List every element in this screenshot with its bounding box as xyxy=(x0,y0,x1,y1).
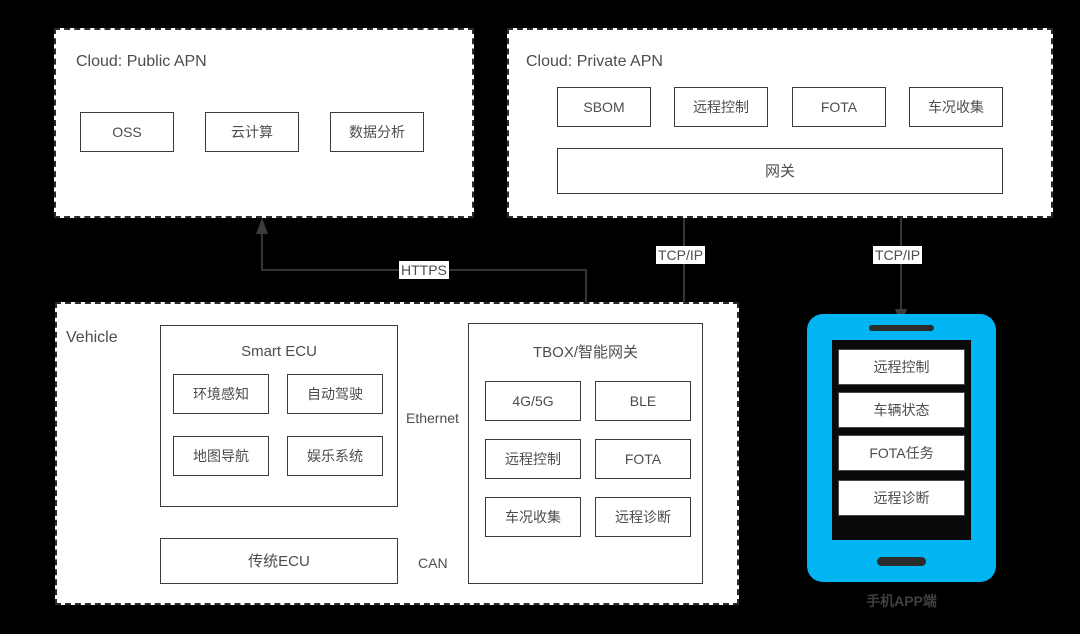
edge-label-tcpip-tbox: TCP/IP xyxy=(656,246,706,265)
private-apn-title: Cloud: Private APN xyxy=(526,53,663,70)
node-tbox-remote-control[interactable]: 远程控制 xyxy=(485,439,581,479)
node-vehicle-data-collection[interactable]: 车况收集 xyxy=(909,87,1003,127)
panel-tbox: TBOX/智能网关 4G/5G BLE 远程控制 FOTA 车况收集 远程诊断 xyxy=(468,323,703,584)
group-public-apn: Cloud: Public APN OSS 云计算 数据分析 xyxy=(54,28,474,218)
node-environment-perception[interactable]: 环境感知 xyxy=(173,374,269,414)
edge-label-ethernet: Ethernet xyxy=(406,410,459,426)
phone-item-remote-control[interactable]: 远程控制 xyxy=(838,349,965,385)
group-private-apn: Cloud: Private APN SBOM 远程控制 FOTA 车况收集 网… xyxy=(507,28,1053,218)
edge-label-https: HTTPS xyxy=(399,261,449,280)
mobile-phone: 远程控制 车辆状态 FOTA任务 远程诊断 xyxy=(807,314,996,582)
tbox-title: TBOX/智能网关 xyxy=(532,344,638,361)
phone-home-button[interactable] xyxy=(877,557,926,566)
node-tbox-vehicle-data[interactable]: 车况收集 xyxy=(485,497,581,537)
phone-caption: 手机APP端 xyxy=(866,593,937,609)
node-fota[interactable]: FOTA xyxy=(792,87,886,127)
phone-item-remote-diagnosis[interactable]: 远程诊断 xyxy=(838,480,965,516)
node-autonomous-driving[interactable]: 自动驾驶 xyxy=(287,374,383,414)
node-tbox-remote-diagnosis[interactable]: 远程诊断 xyxy=(595,497,691,537)
node-map-navigation[interactable]: 地图导航 xyxy=(173,436,269,476)
node-tbox-fota[interactable]: FOTA xyxy=(595,439,691,479)
panel-smart-ecu: Smart ECU 环境感知 自动驾驶 地图导航 娱乐系统 xyxy=(160,325,398,507)
node-cloud-computing[interactable]: 云计算 xyxy=(205,112,299,152)
public-apn-title: Cloud: Public APN xyxy=(76,53,207,70)
node-ble[interactable]: BLE xyxy=(595,381,691,421)
phone-item-fota-task[interactable]: FOTA任务 xyxy=(838,435,965,471)
edge-label-can: CAN xyxy=(418,555,448,571)
edge-label-tcpip-phone: TCP/IP xyxy=(873,246,923,265)
phone-screen: 远程控制 车辆状态 FOTA任务 远程诊断 xyxy=(832,340,971,540)
node-remote-control[interactable]: 远程控制 xyxy=(674,87,768,127)
node-infotainment[interactable]: 娱乐系统 xyxy=(287,436,383,476)
smart-ecu-title: Smart ECU xyxy=(241,343,317,360)
vehicle-title: Vehicle xyxy=(66,329,118,346)
node-legacy-ecu[interactable]: 传统ECU xyxy=(160,538,398,584)
phone-item-vehicle-status[interactable]: 车辆状态 xyxy=(838,392,965,428)
node-oss[interactable]: OSS xyxy=(80,112,174,152)
node-sbom[interactable]: SBOM xyxy=(557,87,651,127)
node-data-analysis[interactable]: 数据分析 xyxy=(330,112,424,152)
node-gateway[interactable]: 网关 xyxy=(557,148,1003,194)
phone-speaker-icon xyxy=(869,325,934,331)
group-vehicle: Vehicle Smart ECU 环境感知 自动驾驶 地图导航 娱乐系统 传统… xyxy=(55,302,739,605)
node-4g-5g[interactable]: 4G/5G xyxy=(485,381,581,421)
